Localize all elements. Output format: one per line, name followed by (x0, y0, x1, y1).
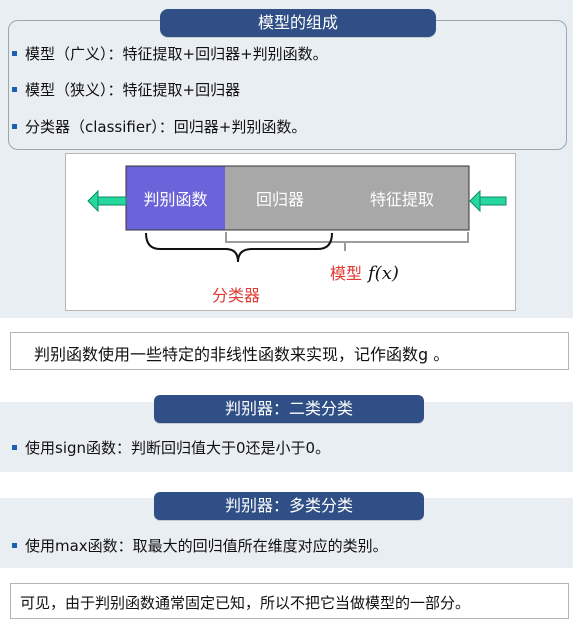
left-arrow-icon (87, 189, 127, 213)
block-discriminant: 判别函数 (126, 166, 225, 230)
square-bullet-icon (12, 445, 17, 450)
square-bullet-icon (12, 124, 17, 129)
bullet-item-3: 分类器（classifier）：回归器+判别函数。 (12, 116, 306, 137)
block-discriminant-label: 判别函数 (143, 190, 208, 209)
components-card (8, 20, 567, 150)
footer-box (10, 583, 569, 619)
section-title-binary: 判别器：二类分类 (154, 395, 424, 423)
blocks-outline (125, 165, 470, 231)
section-title-text: 模型的组成 (257, 13, 338, 32)
square-bullet-icon (12, 87, 17, 92)
bullet-sign-text: 使用sign函数：判断回归值大于0还是小于0。 (25, 439, 331, 457)
square-bullet-icon (12, 543, 17, 548)
note-box-g (10, 332, 569, 370)
diagram-annotations (87, 165, 507, 263)
model-function-text: f(x) (368, 263, 399, 284)
classifier-label: 分类器 (212, 286, 261, 305)
block-regressor: 回归器 (225, 166, 335, 230)
section-title-binary-text: 判别器：二类分类 (224, 399, 353, 418)
square-bullet-icon (12, 51, 17, 56)
bullet-item-1: 模型（广义）：特征提取+回归器+判别函数。 (12, 43, 328, 64)
bullet-sign: 使用sign函数：判断回归值大于0还是小于0。 (12, 437, 330, 458)
bullet-max-text: 使用max函数：取最大的回归值所在维度对应的类别。 (25, 537, 388, 555)
block-regressor-label: 回归器 (255, 190, 304, 209)
footer-text: 可见，由于判别函数通常固定已知，所以不把它当做模型的一部分。 (20, 594, 471, 612)
block-feature-extraction: 特征提取 (335, 166, 469, 230)
section-title-components: 模型的组成 (160, 9, 436, 37)
note-text-g: 判别函数使用一些特定的非线性函数来实现，记作函数g 。 (34, 345, 450, 364)
bullet-text-2: 模型（狭义）：特征提取+回归器 (25, 81, 241, 99)
section-title-multiclass: 判别器：多类分类 (154, 492, 424, 520)
block-feature-extraction-label: 特征提取 (369, 190, 434, 209)
bullet-max: 使用max函数：取最大的回归值所在维度对应的类别。 (12, 535, 388, 556)
classifier-bracket (145, 232, 333, 263)
bullet-text-1: 模型（广义）：特征提取+回归器+判别函数。 (25, 45, 328, 63)
right-arrow-icon (469, 189, 507, 213)
model-label-text: 模型 (330, 264, 363, 283)
section-title-multiclass-text: 判别器：多类分类 (224, 496, 353, 515)
bullet-text-3: 分类器（classifier）：回归器+判别函数。 (25, 118, 307, 136)
model-label: 模型 f(x) (330, 260, 399, 284)
model-bracket (225, 232, 469, 251)
bullet-item-2: 模型（狭义）：特征提取+回归器 (12, 79, 240, 100)
